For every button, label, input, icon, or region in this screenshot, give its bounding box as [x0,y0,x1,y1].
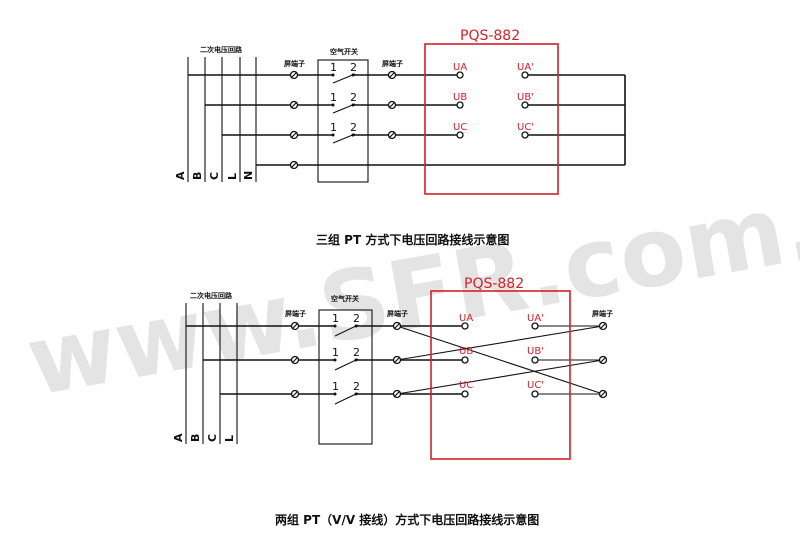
svg-text:1: 1 [330,91,337,104]
bus-title: 二次电压回路 [190,291,233,300]
terminal-icons [290,321,608,399]
input-label-ub: UB [453,92,467,103]
svg-text:1: 1 [332,380,339,393]
watermark: www.SFR.com.cn [19,146,800,417]
caption: 两组 PT（V/V 接线）方式下电压回路接线示意图 [275,512,539,527]
output-label-uc: UC' [527,380,544,391]
input-label-ua: UA [453,62,467,73]
diagram-three-pt: 二次电压回路 A B C L N 屏端子 屏端子 [174,28,626,247]
device-title: PQS-882 [460,28,520,44]
bus-title: 二次电压回路 [200,45,243,54]
phase-label-l: L [223,435,236,442]
output-label-ua: UA' [527,313,544,324]
terminal-icon [290,355,300,365]
phase-label-n: N [242,171,255,180]
terminal-icon [289,160,299,170]
output-label-ub: UB' [527,346,544,357]
terminal-icons [289,70,397,170]
terminal-icon [392,355,402,365]
terminal-label: 屏端子 [591,309,613,318]
device-terminals [456,71,529,139]
terminal-label: 屏端子 [386,309,408,318]
device-title: PQS-882 [464,276,524,292]
terminal-label: 屏端子 [381,59,403,68]
terminal-icon [289,100,299,110]
phase-label-b: B [189,434,202,442]
terminal-icon [598,389,608,399]
terminal-icon [290,389,300,399]
svg-text:1: 1 [332,346,339,359]
output-label-ua: UA' [517,62,534,73]
phase-label-a: A [172,433,185,442]
bus-lines [187,57,257,182]
phase-label-a: A [174,171,187,180]
terminal-icon [387,130,397,140]
terminal-icon [290,321,300,331]
terminal-icon [387,100,397,110]
phase-label-c: C [208,172,221,180]
terminal-icon [598,321,608,331]
air-switch-label: 空气开关 [330,47,358,56]
output-label-ub: UB' [517,92,534,103]
air-switch-box [317,59,369,183]
terminal-icon [598,355,608,365]
input-label-ua: UA [459,313,473,324]
diagram-two-pt-vv: 二次电压回路 A B C L 屏端子 屏端子 屏端子 [172,276,613,527]
svg-text:1: 1 [330,61,337,74]
wires [188,74,626,166]
terminal-label: 屏端子 [283,59,305,68]
input-label-uc: UC [453,122,467,133]
phase-label-b: B [191,172,204,180]
caption: 三组 PT 方式下电压回路接线示意图 [316,232,509,247]
svg-text:1: 1 [330,121,337,134]
terminal-icon [392,389,402,399]
terminal-icon [289,70,299,80]
svg-text:2: 2 [350,121,357,134]
terminal-label: 屏端子 [284,309,306,318]
device-box [430,290,571,460]
phase-label-l: L [226,173,239,180]
svg-text:2: 2 [353,380,360,393]
output-label-uc: UC' [517,122,534,133]
svg-text:2: 2 [350,61,357,74]
input-label-uc: UC [459,380,473,391]
device-terminals [461,322,539,398]
device-box [424,43,559,195]
svg-text:2: 2 [353,312,360,325]
svg-text:1: 1 [332,312,339,325]
air-switch-label: 空气开关 [331,294,359,303]
terminal-icon [289,130,299,140]
terminal-icon [392,321,402,331]
phase-label-c: C [206,434,219,442]
svg-text:2: 2 [350,91,357,104]
input-label-ub: UB [459,346,473,357]
svg-text:2: 2 [353,346,360,359]
terminal-icon [387,70,397,80]
air-switch-box [318,309,373,445]
